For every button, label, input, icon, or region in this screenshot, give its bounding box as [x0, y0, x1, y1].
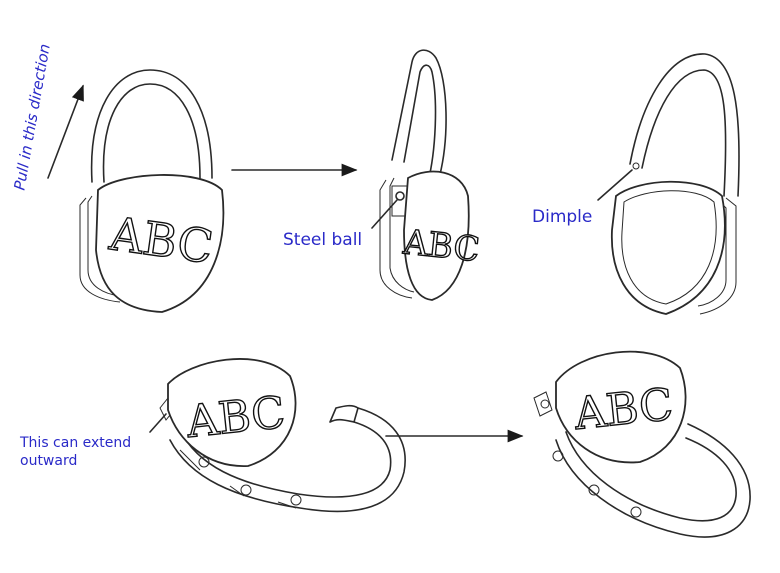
- abc-logo-4: ABC: [183, 387, 287, 448]
- hook-lever-inner: [403, 64, 437, 183]
- hook-side-body: [79, 197, 121, 303]
- abc-logo-5: ABC: [571, 379, 675, 440]
- figure-extended-hook-2: ABC: [533, 350, 751, 538]
- hinge-segments: [179, 449, 297, 509]
- pull-arrow: [47, 84, 84, 179]
- hook-arc-inner-3: [641, 69, 727, 197]
- hook-loop-outer: [169, 407, 406, 513]
- extend-pointer: [149, 413, 167, 433]
- hook-face-5: [555, 350, 687, 464]
- figure-back-dimple: [597, 53, 740, 315]
- extend-label-line2: outward: [20, 453, 78, 469]
- hook-arc-outer: [90, 69, 213, 183]
- hook-back-face: [611, 180, 726, 315]
- extend-label-line1: This can extend: [20, 435, 132, 451]
- abc-logo-2: ABC: [401, 222, 482, 270]
- hook-loop-inner-5: [565, 431, 737, 522]
- hook-loop-outer-5: [555, 423, 751, 538]
- figure-opening-hook: ABC: [371, 49, 482, 301]
- hook-face-2: [403, 170, 470, 301]
- steel-ball-pointer: [371, 199, 398, 229]
- figure-closed-hook: ABC: [47, 69, 225, 313]
- dimple-mark: [632, 162, 640, 170]
- hook-lever-outer: [391, 49, 447, 183]
- hook-side-body-3: [699, 197, 737, 315]
- hook-arc-outer-3: [629, 53, 740, 197]
- dimple-pointer: [597, 169, 633, 201]
- steel-ball-label: Steel ball: [283, 230, 363, 250]
- extend-outward-label: This can extend outward: [20, 434, 131, 470]
- hook-loop-inner: [179, 421, 392, 498]
- dimple-label: Dimple: [532, 207, 593, 227]
- hook-arc-inner: [102, 83, 201, 183]
- hook-side-body-2: [379, 179, 413, 299]
- hook-face: [95, 174, 225, 313]
- hook-face-4: [167, 358, 297, 467]
- steel-ball: [395, 191, 405, 201]
- figure-extended-hook: ABC: [149, 358, 406, 513]
